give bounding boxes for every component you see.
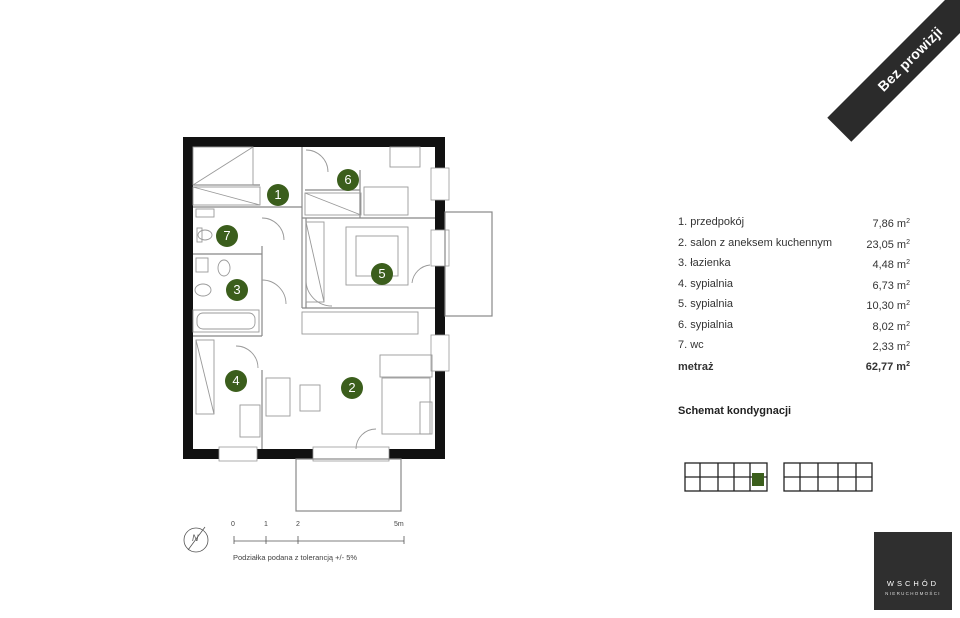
room-label: 6. sypialnia <box>678 318 734 331</box>
room-area: 8,02 m2 <box>872 320 910 333</box>
room-list: 1. przedpokój 7,86 m2 2. salon z aneksem… <box>678 212 910 373</box>
room-row: 5. sypialnia 10,30 m2 <box>678 294 910 315</box>
fixtures <box>192 146 433 450</box>
room-label: 3. łazienka <box>678 257 731 269</box>
room-row: 7. wc 2,33 m2 <box>678 335 910 356</box>
room-area: 7,86 m2 <box>872 218 910 230</box>
floor-scheme-highlight <box>752 473 764 486</box>
logo-subtitle: NIERUCHOMOŚCI <box>885 591 941 596</box>
room-label: 5. sypialnia <box>678 298 734 310</box>
room-number-1: 1 <box>267 184 289 206</box>
scale-mark-0: 0 <box>231 521 235 528</box>
no-commission-ribbon: Bez prowizji <box>820 0 960 150</box>
room-row: 2. salon z aneksem kuchennym 23,05 m2 <box>678 233 910 254</box>
room-label: 4. sypialnia <box>678 277 734 290</box>
room-area: 2,33 m2 <box>872 341 910 353</box>
total-label: metraż <box>678 360 714 373</box>
room-label: 7. wc <box>678 339 704 351</box>
scale-bar <box>233 536 405 544</box>
room-row: 3. łazienka 4,48 m2 <box>678 253 910 274</box>
room-area: 6,73 m2 <box>872 279 910 292</box>
total-area-row: metraż 62,77 m2 <box>678 361 910 373</box>
room-row: 6. sypialnia 8,02 m2 <box>678 315 910 336</box>
company-logo: WSCHÓD NIERUCHOMOŚCI <box>874 532 952 610</box>
room-label: 2. salon z aneksem kuchennym <box>678 236 833 249</box>
floor-scheme-title: Schemat kondygnacji <box>678 405 792 417</box>
room-row: 4. sypialnia 6,73 m2 <box>678 274 910 295</box>
room-number-5: 5 <box>371 263 393 285</box>
scale-mark-2: 2 <box>296 521 300 528</box>
scale-mark-5m: 5m <box>394 521 404 528</box>
compass-icon <box>183 526 209 553</box>
logo-name: WSCHÓD <box>886 579 940 588</box>
room-label: 1. przedpokój <box>678 216 745 228</box>
room-number-4: 4 <box>225 370 247 392</box>
scale-tolerance-note: Podziałka podana z tolerancją +/- 5% <box>233 553 358 562</box>
room-area: 10,30 m2 <box>866 300 910 312</box>
room-area: 23,05 m2 <box>866 238 910 251</box>
scale-mark-1: 1 <box>264 521 268 528</box>
room-area: 4,48 m2 <box>872 259 910 271</box>
balconies <box>295 211 493 512</box>
compass-letter: N <box>192 533 199 543</box>
ribbon-text: Bez prowizji <box>827 0 960 142</box>
room-number-3: 3 <box>226 279 248 301</box>
total-area: 62,77 m2 <box>865 360 910 373</box>
room-row: 1. przedpokój 7,86 m2 <box>678 212 910 233</box>
room-number-7: 7 <box>216 225 238 247</box>
room-number-6: 6 <box>337 169 359 191</box>
room-number-2: 2 <box>341 377 363 399</box>
floor-scheme <box>684 462 873 492</box>
